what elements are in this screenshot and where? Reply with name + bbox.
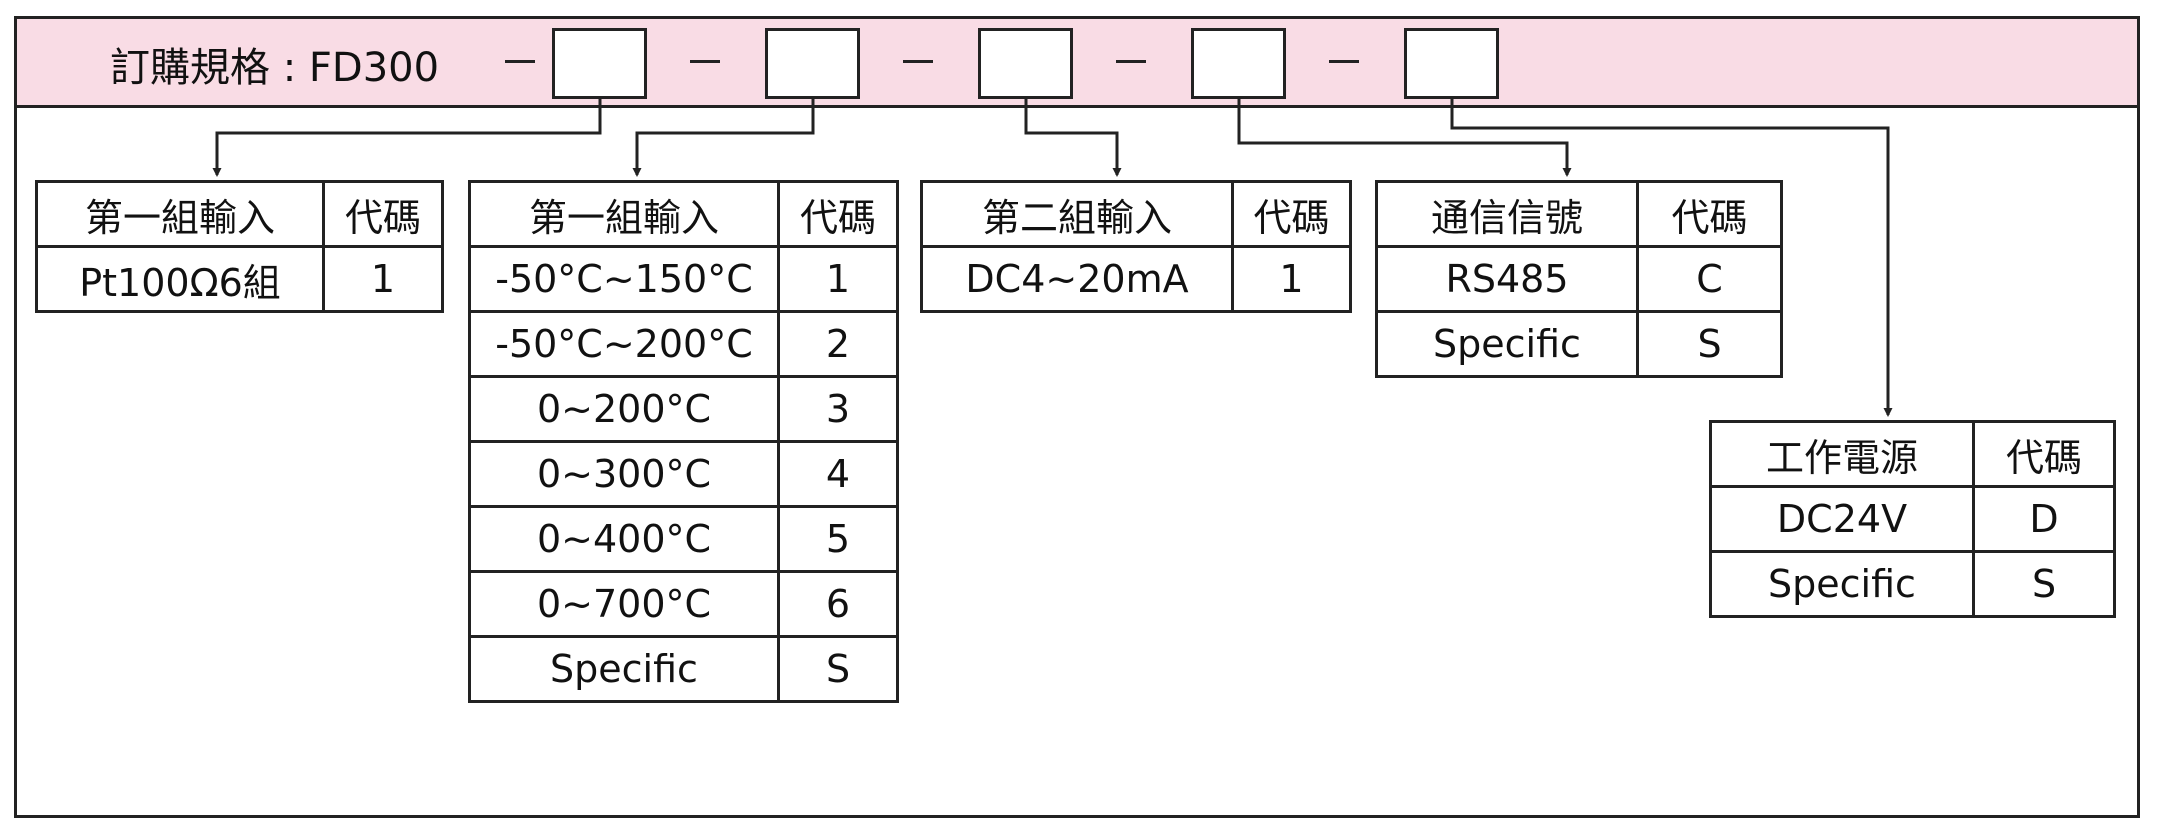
option-cell: Specific <box>1709 550 1975 618</box>
order-spec-label: 訂購規格 : FD300 <box>110 45 440 91</box>
table-row: Specific S <box>1375 310 1783 378</box>
code-cell: D <box>1972 485 2116 553</box>
column-header: 代碼 <box>1231 180 1352 248</box>
separator-dash <box>903 60 933 63</box>
option-cell: Specific <box>468 635 780 703</box>
code-cell: 1 <box>322 245 444 313</box>
table-row: RS485 C <box>1375 245 1783 313</box>
table-row: Specific S <box>1709 550 2116 618</box>
separator-dash <box>1116 60 1146 63</box>
spec-table-power-supply: 工作電源 代碼 DC24V D Specific S <box>1709 420 2116 618</box>
option-cell: -50°C~150°C <box>468 245 780 313</box>
option-cell: 0~200°C <box>468 375 780 443</box>
column-header: 第一組輸入 <box>468 180 780 248</box>
option-cell: 0~700°C <box>468 570 780 638</box>
code-cell: 6 <box>777 570 899 638</box>
connector-arrow-5 <box>1450 99 1893 417</box>
table-row: DC24V D <box>1709 485 2116 553</box>
table-header-row: 第一組輸入 代碼 <box>35 180 444 248</box>
table-row: 0~300°C 4 <box>468 440 899 508</box>
spec-table-second-input: 第二組輸入 代碼 DC4~20mA 1 <box>920 180 1352 313</box>
table-row: 0~400°C 5 <box>468 505 899 573</box>
table-header-row: 工作電源 代碼 <box>1709 420 2116 488</box>
column-header: 代碼 <box>1972 420 2116 488</box>
code-cell: 5 <box>777 505 899 573</box>
code-cell: 1 <box>1231 245 1352 313</box>
code-cell: 4 <box>777 440 899 508</box>
column-header: 代碼 <box>777 180 899 248</box>
code-cell: S <box>1972 550 2116 618</box>
option-cell: Specific <box>1375 310 1639 378</box>
column-header: 工作電源 <box>1709 420 1975 488</box>
option-cell: DC24V <box>1709 485 1975 553</box>
code-cell: 2 <box>777 310 899 378</box>
connector-arrow-4 <box>1237 99 1572 177</box>
table-row: -50°C~200°C 2 <box>468 310 899 378</box>
code-cell: C <box>1636 245 1783 313</box>
code-slot-2 <box>765 28 860 99</box>
connector-arrow-3 <box>1024 99 1122 177</box>
separator-dash <box>1329 60 1359 63</box>
option-cell: DC4~20mA <box>920 245 1234 313</box>
connector-arrow-1 <box>212 99 602 177</box>
spec-table-communication: 通信信號 代碼 RS485 C Specific S <box>1375 180 1783 378</box>
connector-arrow-2 <box>632 99 815 177</box>
spec-table-first-input-group: 第一組輸入 代碼 Pt100Ω6組 1 <box>35 180 444 313</box>
code-slot-1 <box>552 28 647 99</box>
diagram-frame <box>14 16 2140 818</box>
code-slot-3 <box>978 28 1073 99</box>
code-slot-5 <box>1404 28 1499 99</box>
spec-table-first-input-range: 第一組輸入 代碼 -50°C~150°C 1 -50°C~200°C 2 0~2… <box>468 180 899 703</box>
code-cell: S <box>777 635 899 703</box>
table-row: 0~700°C 6 <box>468 570 899 638</box>
table-header-row: 第一組輸入 代碼 <box>468 180 899 248</box>
column-header: 第二組輸入 <box>920 180 1234 248</box>
table-header-row: 通信信號 代碼 <box>1375 180 1783 248</box>
code-cell: S <box>1636 310 1783 378</box>
code-cell: 1 <box>777 245 899 313</box>
option-cell: Pt100Ω6組 <box>35 245 325 313</box>
option-cell: 0~400°C <box>468 505 780 573</box>
separator-dash <box>690 60 720 63</box>
order-spec-header <box>17 19 2137 108</box>
table-row: 0~200°C 3 <box>468 375 899 443</box>
option-cell: RS485 <box>1375 245 1639 313</box>
option-cell: 0~300°C <box>468 440 780 508</box>
column-header: 第一組輸入 <box>35 180 325 248</box>
table-row: Specific S <box>468 635 899 703</box>
table-row: Pt100Ω6組 1 <box>35 245 444 313</box>
column-header: 通信信號 <box>1375 180 1639 248</box>
table-row: -50°C~150°C 1 <box>468 245 899 313</box>
column-header: 代碼 <box>1636 180 1783 248</box>
separator-dash <box>505 60 535 63</box>
code-cell: 3 <box>777 375 899 443</box>
code-slot-4 <box>1191 28 1286 99</box>
table-header-row: 第二組輸入 代碼 <box>920 180 1352 248</box>
table-row: DC4~20mA 1 <box>920 245 1352 313</box>
option-cell: -50°C~200°C <box>468 310 780 378</box>
column-header: 代碼 <box>322 180 444 248</box>
